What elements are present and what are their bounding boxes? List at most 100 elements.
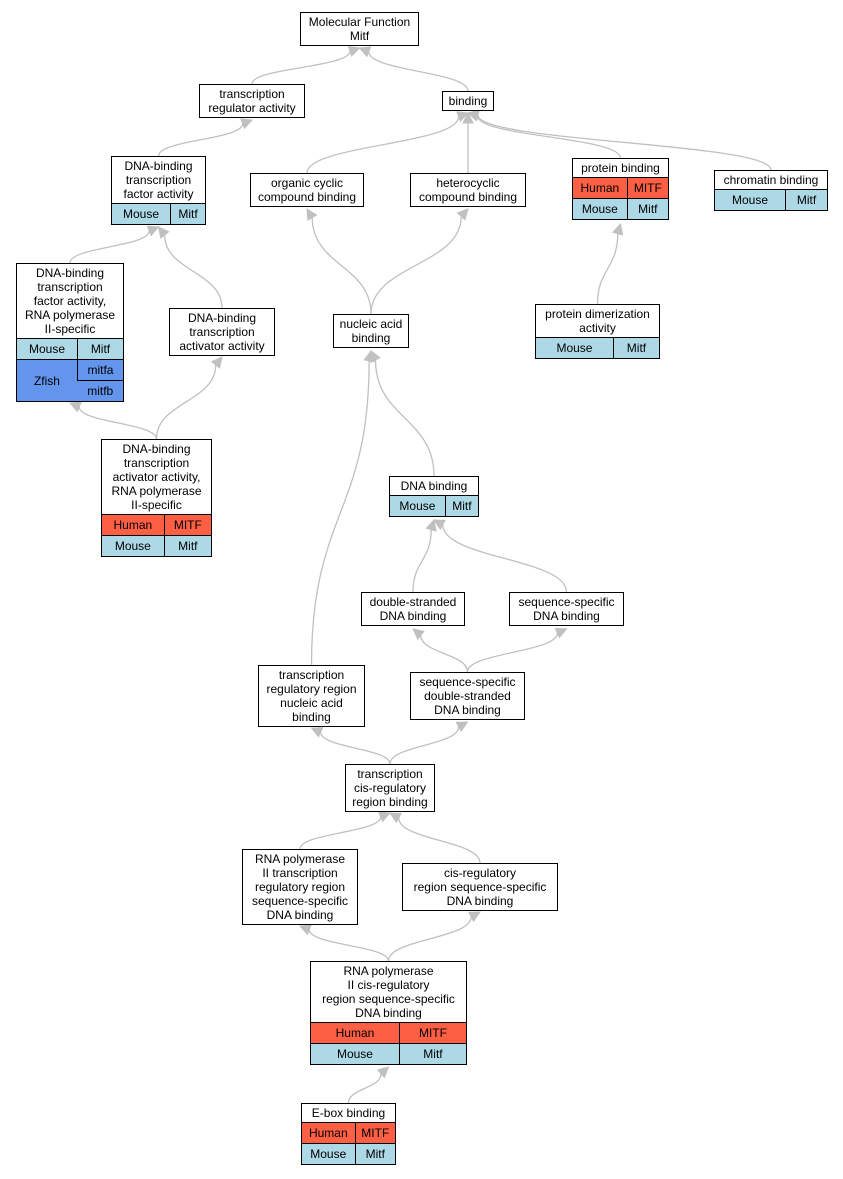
gene-cell[interactable]: Mitf	[444, 495, 478, 516]
edge-cb-to-binding	[466, 109, 772, 171]
edge-line	[155, 364, 217, 440]
go-term-label: RNA polymerase II cis-regulatory region …	[322, 964, 455, 1020]
edge-line	[164, 234, 223, 309]
edge-dbtfa2-to-dbtfa	[69, 225, 160, 264]
edge-rp2crr-to-crrss	[387, 911, 481, 962]
go-term-node-tcrrb[interactable]: transcription cis-regulatory region bind…	[345, 764, 435, 812]
gene-cell[interactable]: MITF	[354, 1122, 395, 1144]
edge-dsdb-to-dnab	[412, 518, 437, 593]
go-term-label: transcription cis-regulatory region bind…	[352, 767, 428, 809]
go-term-node-binding[interactable]: binding	[442, 91, 494, 111]
gene-cell[interactable]: Mitf	[785, 189, 827, 210]
arrowhead	[306, 208, 318, 221]
arrowhead	[389, 812, 402, 824]
edge-tra-to-mf	[251, 45, 361, 85]
edge-dnab-to-nab	[370, 350, 435, 477]
edge-line	[387, 916, 472, 962]
go-term-node-dbtfa2[interactable]: DNA-binding transcription factor activit…	[16, 263, 124, 402]
gene-cell[interactable]: mitfa	[76, 359, 123, 381]
go-term-node-nab[interactable]: nucleic acid binding	[333, 314, 409, 348]
edge-line	[157, 123, 244, 157]
go-term-label: protein binding	[581, 161, 660, 175]
gene-cell[interactable]: Mitf	[398, 1043, 466, 1064]
go-term-node-dbtaa2[interactable]: DNA-binding transcription activator acti…	[101, 439, 212, 557]
edge-line	[389, 726, 460, 765]
go-term-node-trrnab[interactable]: transcription regulatory region nucleic …	[258, 665, 365, 727]
go-term-node-rp2trr[interactable]: RNA polymerase II transcription regulato…	[242, 849, 358, 925]
go-term-node-hcb[interactable]: heterocyclic compound binding	[410, 173, 526, 207]
edge-line	[310, 360, 370, 666]
go-term-label: organic cyclic compound binding	[257, 176, 357, 204]
arrowhead	[310, 727, 324, 738]
edge-line	[442, 524, 568, 593]
arrowhead	[433, 519, 446, 531]
edge-line	[311, 217, 372, 315]
go-term-node-occb[interactable]: organic cyclic compound binding	[250, 173, 364, 207]
gene-cell[interactable]: mitfb	[77, 380, 123, 401]
edge-line	[596, 233, 619, 305]
edge-tcrrb-to-ssdsdb	[389, 721, 469, 765]
edge-ssdb-to-dnab	[433, 519, 568, 593]
edge-line	[69, 230, 150, 264]
species-cell: Mouse	[302, 1143, 356, 1164]
edge-line	[398, 817, 481, 864]
arrowhead	[376, 1066, 390, 1079]
go-term-node-mf[interactable]: Molecular Function Mitf	[300, 12, 419, 46]
edge-crrss-to-tcrrb	[389, 812, 481, 864]
edge-ebox-to-rp2crr	[347, 1066, 390, 1104]
gene-cell[interactable]: Mitf	[163, 535, 211, 556]
arrowhead	[68, 401, 82, 413]
edge-trrnab-to-nab	[310, 349, 375, 666]
go-term-node-ssdsdb[interactable]: sequence-specific double-stranded DNA bi…	[410, 672, 525, 720]
arrowhead	[456, 208, 469, 221]
species-cell: Mouse	[112, 203, 171, 224]
go-term-node-dbtfa[interactable]: DNA-binding transcription factor activit…	[111, 156, 206, 225]
go-term-label: DNA binding	[400, 479, 468, 493]
arrowhead	[358, 46, 372, 58]
edge-dbtfa-to-tra	[157, 118, 254, 157]
edge-line	[308, 929, 390, 962]
gene-cell[interactable]: Mitf	[626, 198, 668, 219]
arrowhead	[378, 811, 392, 823]
gene-cell[interactable]: MITF	[626, 177, 668, 199]
arrowhead	[462, 111, 474, 124]
go-term-label: DNA-binding transcription activator acti…	[111, 442, 202, 512]
arrowhead	[612, 222, 624, 236]
species-cell: Mouse	[715, 189, 786, 210]
gene-cell[interactable]: MITF	[163, 514, 211, 536]
go-term-node-dbtaa[interactable]: DNA-binding transcription activator acti…	[169, 308, 275, 356]
arrowhead	[554, 627, 568, 639]
go-term-node-crrss[interactable]: cis-regulatory region sequence-specific …	[402, 863, 558, 911]
edge-line	[319, 731, 391, 765]
go-term-label: DNA-binding transcription factor activit…	[24, 266, 116, 336]
edge-rp2trr-to-tcrrb	[299, 811, 392, 850]
go-term-node-rp2crr[interactable]: RNA polymerase II cis-regulatory region …	[310, 961, 467, 1065]
edge-line	[368, 51, 469, 92]
arrowhead	[146, 225, 160, 237]
go-term-node-tra[interactable]: transcription regulator activity	[199, 84, 305, 118]
edge-line	[374, 359, 435, 477]
go-term-label: transcription regulator activity	[208, 87, 296, 115]
go-term-node-dsdb[interactable]: double-stranded DNA binding	[361, 592, 465, 626]
gene-cell[interactable]: Mitf	[354, 1143, 395, 1164]
gene-cell[interactable]: Mitf	[76, 338, 123, 360]
edge-ssdsdb-to-dsdb	[412, 628, 469, 673]
gene-cell[interactable]: Mitf	[170, 203, 205, 224]
edge-line	[412, 529, 432, 593]
arrowhead	[157, 226, 170, 239]
gene-cell[interactable]: Mitf	[612, 337, 659, 358]
species-cell: Mouse	[102, 535, 165, 556]
go-term-node-ssdb[interactable]: sequence-specific DNA binding	[509, 592, 624, 626]
go-term-label: E-box binding	[311, 1106, 386, 1120]
gene-cell[interactable]: MITF	[398, 1022, 466, 1044]
go-term-label: chromatin binding	[723, 173, 819, 187]
